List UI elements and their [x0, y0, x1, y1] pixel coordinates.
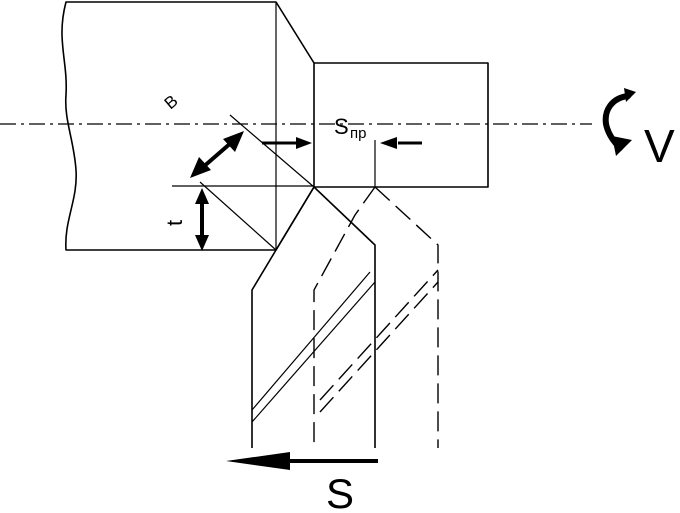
- curved-arrow-icon: [602, 88, 636, 156]
- depth-label: t: [162, 220, 187, 226]
- cutting-tool-solid: [251, 186, 376, 448]
- overrun-label-main: S: [334, 114, 349, 139]
- overrun-label: S пр: [334, 114, 366, 142]
- workpiece-large-section: [61, 1, 315, 251]
- feed-label: S: [326, 470, 354, 513]
- overrun-arrow-right: [262, 137, 312, 149]
- cutting-tool-dashed: [313, 186, 439, 448]
- overrun-arrow-left: [380, 137, 422, 149]
- tool-dashed-groove-1: [319, 269, 439, 401]
- arrow-left-icon: [226, 452, 378, 470]
- cutting-edge-line-upper: [229, 114, 315, 188]
- tool-dashed-groove-2: [319, 281, 439, 413]
- depth-dimension-arrow: [195, 188, 209, 251]
- width-label: B: [161, 91, 182, 113]
- cutting-edge-line-lower: [199, 181, 277, 251]
- workpiece-small-section: [314, 62, 489, 188]
- width-dimension-arrow: [190, 131, 244, 178]
- tool-groove-line-1: [251, 271, 371, 411]
- overrun-label-subscript: пр: [350, 125, 366, 142]
- rotation-label: V: [644, 120, 675, 172]
